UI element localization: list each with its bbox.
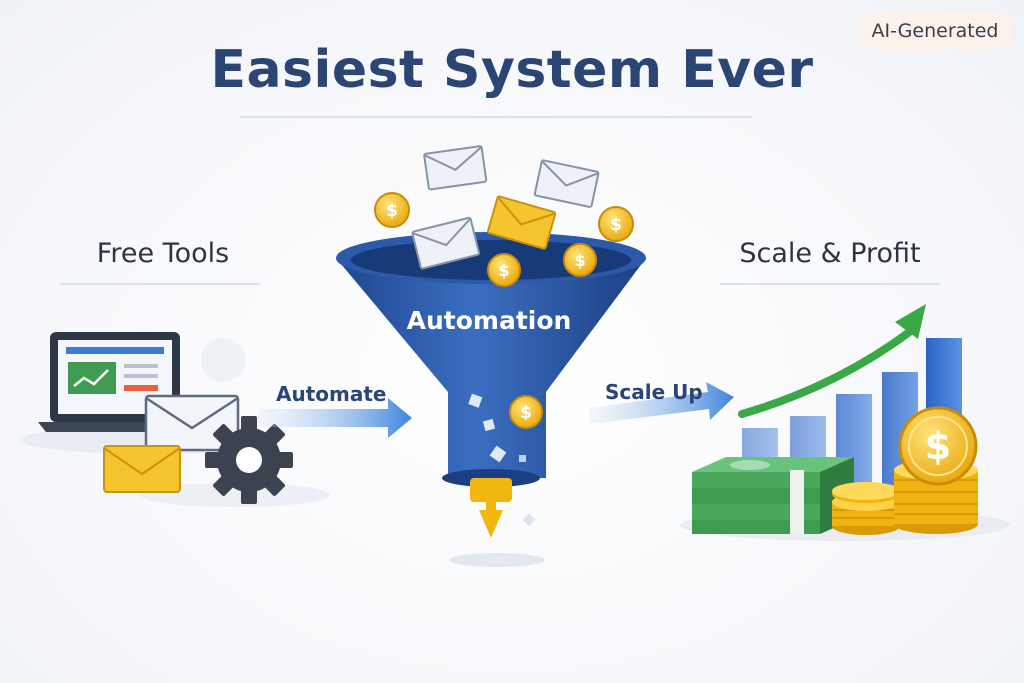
svg-text:$: $ [386,201,398,221]
envelope-icon [103,445,181,493]
svg-text:$: $ [574,251,585,270]
svg-text:$: $ [610,215,622,235]
svg-text:$: $ [925,424,951,468]
envelope-icon [486,195,557,250]
stage-label-right: Scale & Profit [739,238,921,269]
arrow-label-automate: Automate [276,382,387,406]
coin-icon: $ [509,395,543,429]
shadow-funnel [449,553,545,567]
svg-text:$: $ [498,261,509,280]
coin-icon: $ [598,206,634,242]
page-title: Easiest System Ever [210,40,814,100]
coin-icon: $ [563,243,597,277]
automate-arrow [258,398,412,438]
envelope-icon [533,159,600,208]
coin-icon: $ [374,192,410,228]
arrow-label-scale-up: Scale Up [605,380,703,404]
gear-icon [205,416,293,504]
stage-label-left: Free Tools [96,238,230,269]
coin-icon: $ [898,406,978,486]
coin-icon: $ [487,253,521,287]
svg-text:$: $ [520,403,532,423]
envelope-icon [411,216,480,270]
coin-icon [832,482,900,535]
scale-up-arrow [588,382,734,424]
growth-arrow-icon [738,304,926,418]
ai-generated-badge: AI-Generated [858,12,1012,50]
envelope-icon [423,145,488,191]
stage-label-center: Automation [406,306,572,335]
money-stack-icon [692,457,854,534]
